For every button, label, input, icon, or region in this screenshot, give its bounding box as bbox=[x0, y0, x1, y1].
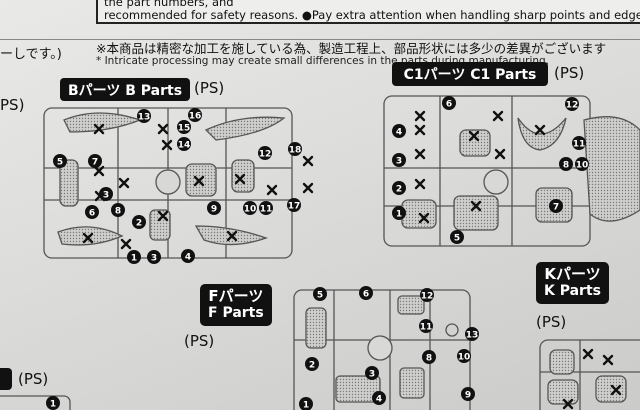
k-parts-material: (PS) bbox=[536, 313, 567, 331]
svg-text:3: 3 bbox=[103, 191, 109, 201]
svg-text:2: 2 bbox=[136, 219, 142, 229]
svg-text:12: 12 bbox=[421, 292, 434, 302]
left-clipped-material: PS) bbox=[0, 96, 25, 114]
svg-text:2: 2 bbox=[396, 185, 402, 195]
clipped-note-left: ーしです。) bbox=[0, 47, 62, 62]
svg-text:14: 14 bbox=[178, 141, 191, 151]
svg-text:12: 12 bbox=[259, 150, 272, 160]
svg-text:4: 4 bbox=[376, 395, 382, 405]
f-parts-material: (PS) bbox=[184, 332, 215, 350]
svg-text:1: 1 bbox=[131, 254, 137, 264]
caution-jp: ※本商品は精密な加工を施している為、製造工程上、部品形状には多少の差異がございま… bbox=[96, 41, 607, 56]
part-numbers: 13 16 15 14 5 7 12 18 3 6 8 9 10 11 17 2… bbox=[46, 96, 589, 410]
svg-text:4: 4 bbox=[185, 253, 191, 263]
svg-text:18: 18 bbox=[289, 146, 302, 156]
svg-text:3: 3 bbox=[369, 370, 375, 380]
k-parts-tag: Kパーツ K Parts bbox=[536, 262, 609, 304]
svg-text:7: 7 bbox=[553, 203, 559, 213]
top-notice-box bbox=[96, 0, 640, 24]
svg-text:9: 9 bbox=[211, 205, 217, 215]
svg-text:4: 4 bbox=[396, 128, 402, 138]
svg-text:8: 8 bbox=[115, 207, 121, 217]
svg-text:1: 1 bbox=[303, 401, 309, 410]
svg-text:2: 2 bbox=[309, 361, 315, 371]
b-parts-material: (PS) bbox=[194, 79, 225, 97]
notice-line-2: recommended for safety reasons. ●Pay ext… bbox=[104, 8, 640, 22]
b-runner bbox=[43, 107, 293, 259]
notice-line-1: the part numbers, and bbox=[104, 0, 234, 9]
svg-text:12: 12 bbox=[566, 101, 579, 111]
bottom-left-material: (PS) bbox=[18, 370, 49, 388]
svg-text:15: 15 bbox=[178, 124, 191, 134]
svg-text:1: 1 bbox=[50, 400, 56, 410]
bottom-left-tag bbox=[0, 368, 12, 390]
bottom-left-runner bbox=[0, 395, 71, 410]
f-runner bbox=[293, 289, 471, 410]
svg-text:8: 8 bbox=[426, 354, 432, 364]
svg-text:6: 6 bbox=[89, 209, 95, 219]
svg-text:11: 11 bbox=[260, 205, 273, 215]
b-parts-tag: Bパーツ B Parts bbox=[60, 78, 190, 101]
c1-runner bbox=[383, 95, 640, 247]
svg-text:3: 3 bbox=[151, 254, 157, 264]
svg-text:16: 16 bbox=[189, 112, 202, 122]
svg-text:1: 1 bbox=[396, 210, 402, 220]
svg-text:11: 11 bbox=[420, 323, 433, 333]
svg-text:17: 17 bbox=[288, 202, 301, 212]
svg-text:9: 9 bbox=[465, 391, 471, 401]
svg-text:7: 7 bbox=[92, 158, 98, 168]
svg-text:3: 3 bbox=[396, 157, 402, 167]
svg-text:10: 10 bbox=[458, 353, 471, 363]
svg-text:5: 5 bbox=[57, 158, 63, 168]
c1-parts-tag: C1パーツ C1 Parts bbox=[392, 62, 548, 86]
svg-text:13: 13 bbox=[138, 113, 151, 123]
svg-text:10: 10 bbox=[244, 205, 257, 215]
svg-text:10: 10 bbox=[576, 161, 589, 171]
svg-text:11: 11 bbox=[573, 140, 586, 150]
svg-text:5: 5 bbox=[454, 234, 460, 244]
svg-text:6: 6 bbox=[446, 100, 452, 110]
divider bbox=[0, 39, 640, 40]
svg-text:8: 8 bbox=[563, 161, 569, 171]
svg-text:6: 6 bbox=[363, 290, 369, 300]
c1-parts-material: (PS) bbox=[554, 64, 585, 82]
svg-text:5: 5 bbox=[317, 291, 323, 301]
f-parts-tag: Fパーツ F Parts bbox=[200, 284, 272, 326]
k-runner bbox=[539, 339, 640, 410]
svg-text:13: 13 bbox=[466, 331, 479, 341]
